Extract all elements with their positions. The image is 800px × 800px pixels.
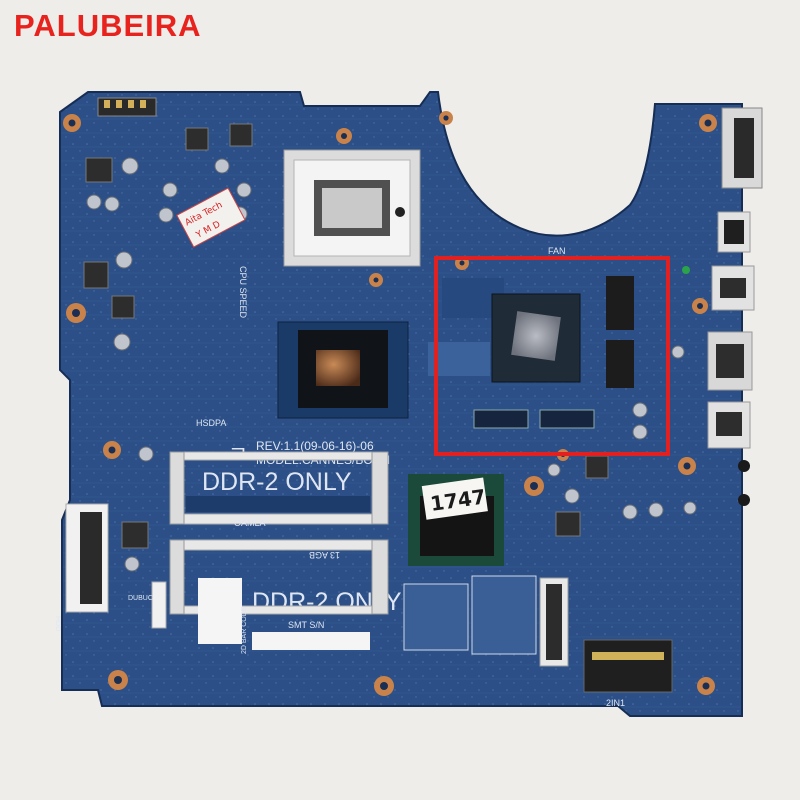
cpu-socket	[283, 149, 421, 267]
barcode-sticker-area	[198, 578, 242, 644]
card-reader	[583, 639, 673, 693]
ddr2-label-top: DDR-2 ONLY	[202, 468, 352, 496]
highlight-box	[434, 256, 670, 456]
graphics-chip-area	[428, 276, 634, 429]
revision-label: REV:1.1(09-06-16)-06	[256, 439, 374, 453]
hdd-connector	[65, 503, 109, 613]
card-reader-label: 2IN1	[606, 698, 625, 708]
status-led	[682, 266, 690, 274]
hsdpa-label: HSDPA	[196, 418, 226, 428]
northbridge-chip	[277, 321, 409, 419]
fan-label: FAN	[548, 246, 566, 256]
inductors	[83, 123, 609, 549]
ethernet-port	[717, 211, 751, 253]
dimm-slot-top	[169, 451, 389, 525]
hdd-label: HDD	[54, 616, 61, 631]
cpu-speed-label: CPU SPEED	[238, 266, 248, 319]
power-connector	[97, 97, 157, 117]
dimm-mark-2: 13 AGB	[309, 550, 340, 560]
serial-label: SMT S/N	[288, 620, 324, 630]
dimm-slot-bottom	[169, 539, 389, 615]
dimm-mark-1: OAMLA	[234, 518, 266, 528]
odd-label: DUBUC	[128, 595, 153, 602]
audio-jacks	[738, 460, 750, 506]
serial-sticker-area	[252, 632, 370, 650]
usb-port-3	[707, 401, 751, 449]
mini-pcie-slot	[403, 575, 569, 667]
handwritten-sticker: 1747	[421, 477, 488, 520]
vga-port	[721, 107, 763, 189]
capacitors	[86, 157, 697, 572]
barcode-label: 2D BAR CODE	[241, 606, 248, 654]
watermark-brand: PALUBEIRA	[14, 8, 202, 43]
usb-port-2	[707, 331, 753, 391]
usb-port-1	[711, 265, 755, 311]
odd-connector	[151, 581, 167, 629]
